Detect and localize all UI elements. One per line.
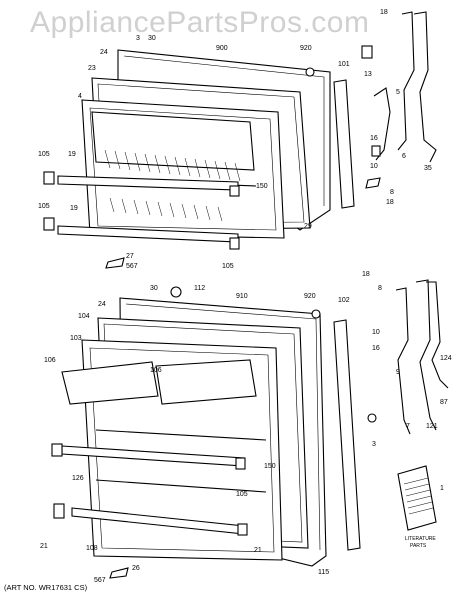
art-number: (ART NO. WR17631 CS) [4,583,88,592]
callout: 6 [402,153,406,160]
dairy-compartment-door-left [61,361,159,405]
callout: 27 [126,253,134,260]
callout: 29 [304,223,312,230]
callout: 21 [40,543,48,550]
callout: 121 [426,423,438,430]
callout: 105 [38,151,50,158]
callout: 104 [78,313,90,320]
callout: 101 [338,61,350,68]
callout: 567 [94,577,106,584]
hinge-part-10 [371,145,381,157]
shelf-end-cap-126 [51,443,63,457]
callout: 18 [380,9,388,16]
callout: 105 [222,263,234,270]
hinge-bushing-3 [367,413,377,423]
callout: 26 [132,565,140,572]
lower-hinge-bracket [395,287,411,435]
upper-hinge-bracket [397,11,415,151]
callout: 150 [256,183,268,190]
callout: 115 [318,569,329,576]
callout: 23 [88,65,96,72]
callout: 21 [254,547,262,554]
bracket-26 [109,567,129,579]
callout: 108 [86,545,98,552]
literature-label-parts: PARTS [410,543,427,549]
callout: 4 [78,93,82,100]
callout: 105 [38,203,50,210]
callout: 1 [440,485,444,492]
callout: 10 [370,163,378,170]
freezer-door-handle-strip [333,79,355,209]
callout: 126 [72,475,84,482]
callout: 106 [150,367,162,374]
door-stop-920 [311,309,321,319]
callout: 19 [68,151,76,158]
callout: 24 [100,49,108,56]
callout: 8 [390,189,394,196]
callout: 112 [194,285,205,292]
callout: 30 [148,35,156,42]
callout: 3 [136,35,140,42]
callout-labels: 18 3 30 900 920 13 24 23 4 101 5 16 6 35… [38,9,452,584]
freezer-door-upper-shelf [91,111,255,171]
shelf-end-cap-105 [43,171,55,185]
callout: 8 [378,285,382,292]
callout: 567 [126,263,138,270]
freezer-door-assembly [43,11,437,250]
fresh-food-door-handle-strip [333,319,361,551]
callout: 102 [338,297,350,304]
callout: 19 [70,205,78,212]
callout: 106 [44,357,56,364]
callout: 105 [236,491,248,498]
callout: 900 [216,45,228,52]
literature-label: LITERATURE [405,536,436,542]
callout: 24 [98,301,106,308]
callout: 35 [424,165,432,172]
callout: 3 [372,441,376,448]
literature-parts-booklet [397,465,437,531]
dairy-compartment-door-right [155,359,257,405]
watermark-text: AppliancePartsPros.com [30,6,370,39]
callout: 16 [370,135,378,142]
shelf-end-cap-21 [237,523,248,536]
callout: 9 [396,369,400,376]
freezer-shelf-grille [104,149,241,182]
callout: 150 [264,463,276,470]
callout: 920 [304,293,316,300]
shelf-end-cap-105 [43,217,55,231]
shelf-end-cap-105 [229,237,240,250]
callout: 18 [362,271,370,278]
callout: 920 [300,45,312,52]
callout: 13 [364,71,372,78]
callout: 7 [406,423,410,430]
door-stop-920 [305,67,315,77]
callout: 5 [396,89,400,96]
callout: 10 [372,329,380,336]
callout: 18 [386,199,394,206]
fresh-food-door-assembly: LITERATURE PARTS [51,257,449,579]
callout: 87 [440,399,448,406]
shelf-end-cap-105 [229,185,240,197]
bracket-27 [105,257,125,269]
callout: 30 [150,285,158,292]
door-stop-112 [170,286,182,298]
shelf-end-cap-105 [235,457,246,470]
callout: 16 [372,345,380,352]
callout: 103 [70,335,82,342]
shelf-end-cap-21 [53,503,65,519]
hinge-cover-13 [361,45,373,59]
callout: 910 [236,293,248,300]
hinge-shim-8 [365,177,381,189]
callout: 124 [440,355,452,362]
